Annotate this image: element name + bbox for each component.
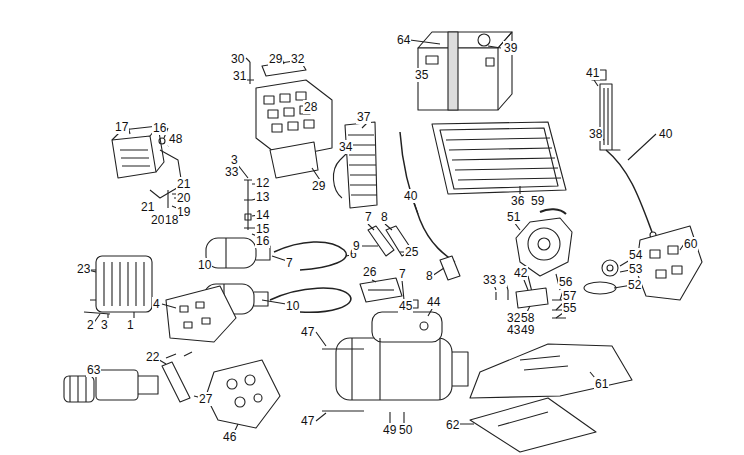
callout-number: 10 [197, 258, 212, 272]
callout-number: 10 [285, 299, 300, 313]
callout-number: 7 [398, 267, 407, 281]
callout-number: 20 [176, 191, 191, 205]
callout-number: 60 [683, 237, 698, 251]
callout-number: 18 [164, 213, 179, 227]
callout-number: 7 [285, 256, 294, 270]
callout-number: 2 [86, 318, 95, 332]
callout-number: 22 [145, 350, 160, 364]
callout-number: 13 [255, 190, 270, 204]
callout-number: 64 [396, 33, 411, 47]
callout-number: 32 [290, 52, 305, 66]
callout-number: 31 [232, 69, 247, 83]
callout-number: 51 [506, 210, 521, 224]
callout-number: 23 [76, 262, 91, 276]
callout-number: 9 [352, 239, 361, 253]
callout-number: 49 [382, 423, 397, 437]
callout-number: 25 [404, 245, 419, 259]
callout-number: 40 [403, 189, 418, 203]
callout-number: 53 [628, 262, 643, 276]
callout-number: 54 [628, 248, 643, 262]
callout-number: 55 [562, 301, 577, 315]
callout-number: 3 [498, 273, 507, 287]
callout-number: 49 [520, 323, 535, 337]
callout-number: 8 [380, 210, 389, 224]
callout-number: 47 [300, 325, 315, 339]
callout-number: 50 [398, 423, 413, 437]
callout-number: 26 [362, 265, 377, 279]
callout-number: 16 [255, 234, 270, 248]
callout-number: 7 [364, 210, 373, 224]
callout-number: 62 [445, 418, 460, 432]
callout-number: 28 [303, 100, 318, 114]
callout-number: 63 [86, 363, 101, 377]
callout-number: 40 [658, 127, 673, 141]
callout-number: 35 [414, 68, 429, 82]
callout-number: 46 [222, 430, 237, 444]
callout-number: 42 [513, 266, 528, 280]
callout-number: 4 [152, 297, 161, 311]
callout-number: 39 [503, 41, 518, 55]
callout-number: 21 [140, 200, 155, 214]
callout-number: 56 [558, 275, 573, 289]
callout-number: 30 [230, 52, 245, 66]
callout-number: 21 [176, 177, 191, 191]
callout-number: 29 [311, 179, 326, 193]
callout-number: 34 [338, 140, 353, 154]
callout-number: 48 [168, 132, 183, 146]
callout-number: 27 [198, 392, 213, 406]
callout-number: 1 [126, 318, 135, 332]
callout-number: 41 [585, 66, 600, 80]
callout-number: 47 [300, 414, 315, 428]
callout-number: 12 [255, 176, 270, 190]
callout-number: 52 [627, 278, 642, 292]
callout-number: 45 [398, 299, 413, 313]
callout-number: 36 [510, 194, 525, 208]
callout-number: 29 [268, 52, 283, 66]
callout-number: 37 [356, 110, 371, 124]
callout-number: 17 [114, 120, 129, 134]
callout-number: 16 [152, 121, 167, 135]
callout-number: 8 [425, 269, 434, 283]
callout-number: 33 [482, 273, 497, 287]
callout-number: 33 [224, 165, 239, 179]
callout-number: 44 [426, 295, 441, 309]
callout-number: 61 [594, 377, 609, 391]
callout-number: 3 [100, 318, 109, 332]
callout-number: 38 [588, 127, 603, 141]
callout-number: 14 [255, 208, 270, 222]
callout-number: 59 [530, 194, 545, 208]
